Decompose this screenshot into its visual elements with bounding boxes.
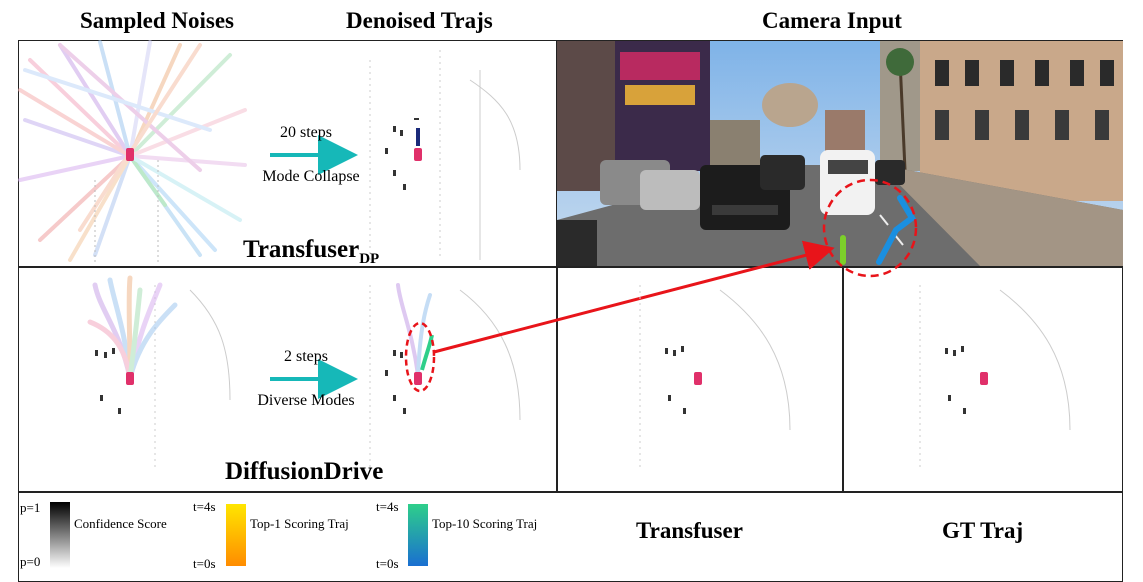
label-transfuser: Transfuser bbox=[636, 518, 743, 543]
legend-t4-top1: t=4s bbox=[193, 499, 216, 514]
legend-top1: Top-1 Scoring Traj bbox=[250, 516, 349, 531]
ego-vehicle-top-middle bbox=[414, 148, 422, 161]
legend-t4-top10: t=4s bbox=[376, 499, 399, 514]
header-sampled-noises: Sampled Noises bbox=[80, 8, 234, 33]
red-link-arrow bbox=[433, 240, 835, 354]
map-objects-top-middle bbox=[385, 118, 419, 190]
top1-colorbar bbox=[226, 504, 246, 566]
row-divider bbox=[18, 266, 1123, 268]
ego-vehicle-top-left bbox=[126, 148, 134, 161]
label-mode-collapse: Mode Collapse bbox=[262, 168, 360, 185]
legend-p0: p=0 bbox=[20, 554, 41, 569]
legend-t0-top1: t=0s bbox=[193, 556, 216, 571]
ego-vehicle-bottom-middle bbox=[414, 372, 422, 385]
legend-divider bbox=[18, 491, 1123, 493]
col-divider-right bbox=[842, 266, 844, 491]
anchor-trajs bbox=[87, 275, 178, 381]
legend-t0-top10: t=0s bbox=[376, 556, 399, 571]
map-top-middle bbox=[369, 50, 521, 260]
label-diffusiondrive: DiffusionDrive bbox=[225, 458, 384, 485]
map-bottom-left bbox=[154, 285, 231, 470]
col-divider-main bbox=[556, 40, 558, 491]
legend-p1: p=1 bbox=[20, 500, 41, 515]
legend-top10: Top-10 Scoring Traj bbox=[432, 516, 538, 531]
top10-colorbar bbox=[408, 504, 428, 566]
label-20-steps: 20 steps bbox=[280, 124, 332, 141]
label-diverse-modes: Diverse Modes bbox=[257, 392, 355, 409]
ego-vehicle-gt bbox=[980, 372, 988, 385]
label-transfuser-dp: TransfuserDP bbox=[243, 236, 380, 267]
header-denoised-trajs: Denoised Trajs bbox=[346, 8, 493, 33]
sampled-noise-lines bbox=[18, 40, 247, 262]
legend-confidence: Confidence Score bbox=[74, 516, 167, 531]
ego-vehicle-transfuser bbox=[694, 372, 702, 385]
confidence-colorbar bbox=[50, 502, 70, 568]
label-gt-traj: GT Traj bbox=[942, 518, 1024, 543]
ego-vehicle-bottom-left bbox=[126, 372, 134, 385]
label-2-steps: 2 steps bbox=[284, 348, 328, 365]
header-camera-input: Camera Input bbox=[762, 8, 902, 33]
bottom-highlight-circle bbox=[404, 321, 436, 393]
camera-highlight-circle bbox=[822, 178, 918, 278]
camera-traj-blue bbox=[876, 195, 916, 265]
camera-image bbox=[557, 41, 1123, 278]
